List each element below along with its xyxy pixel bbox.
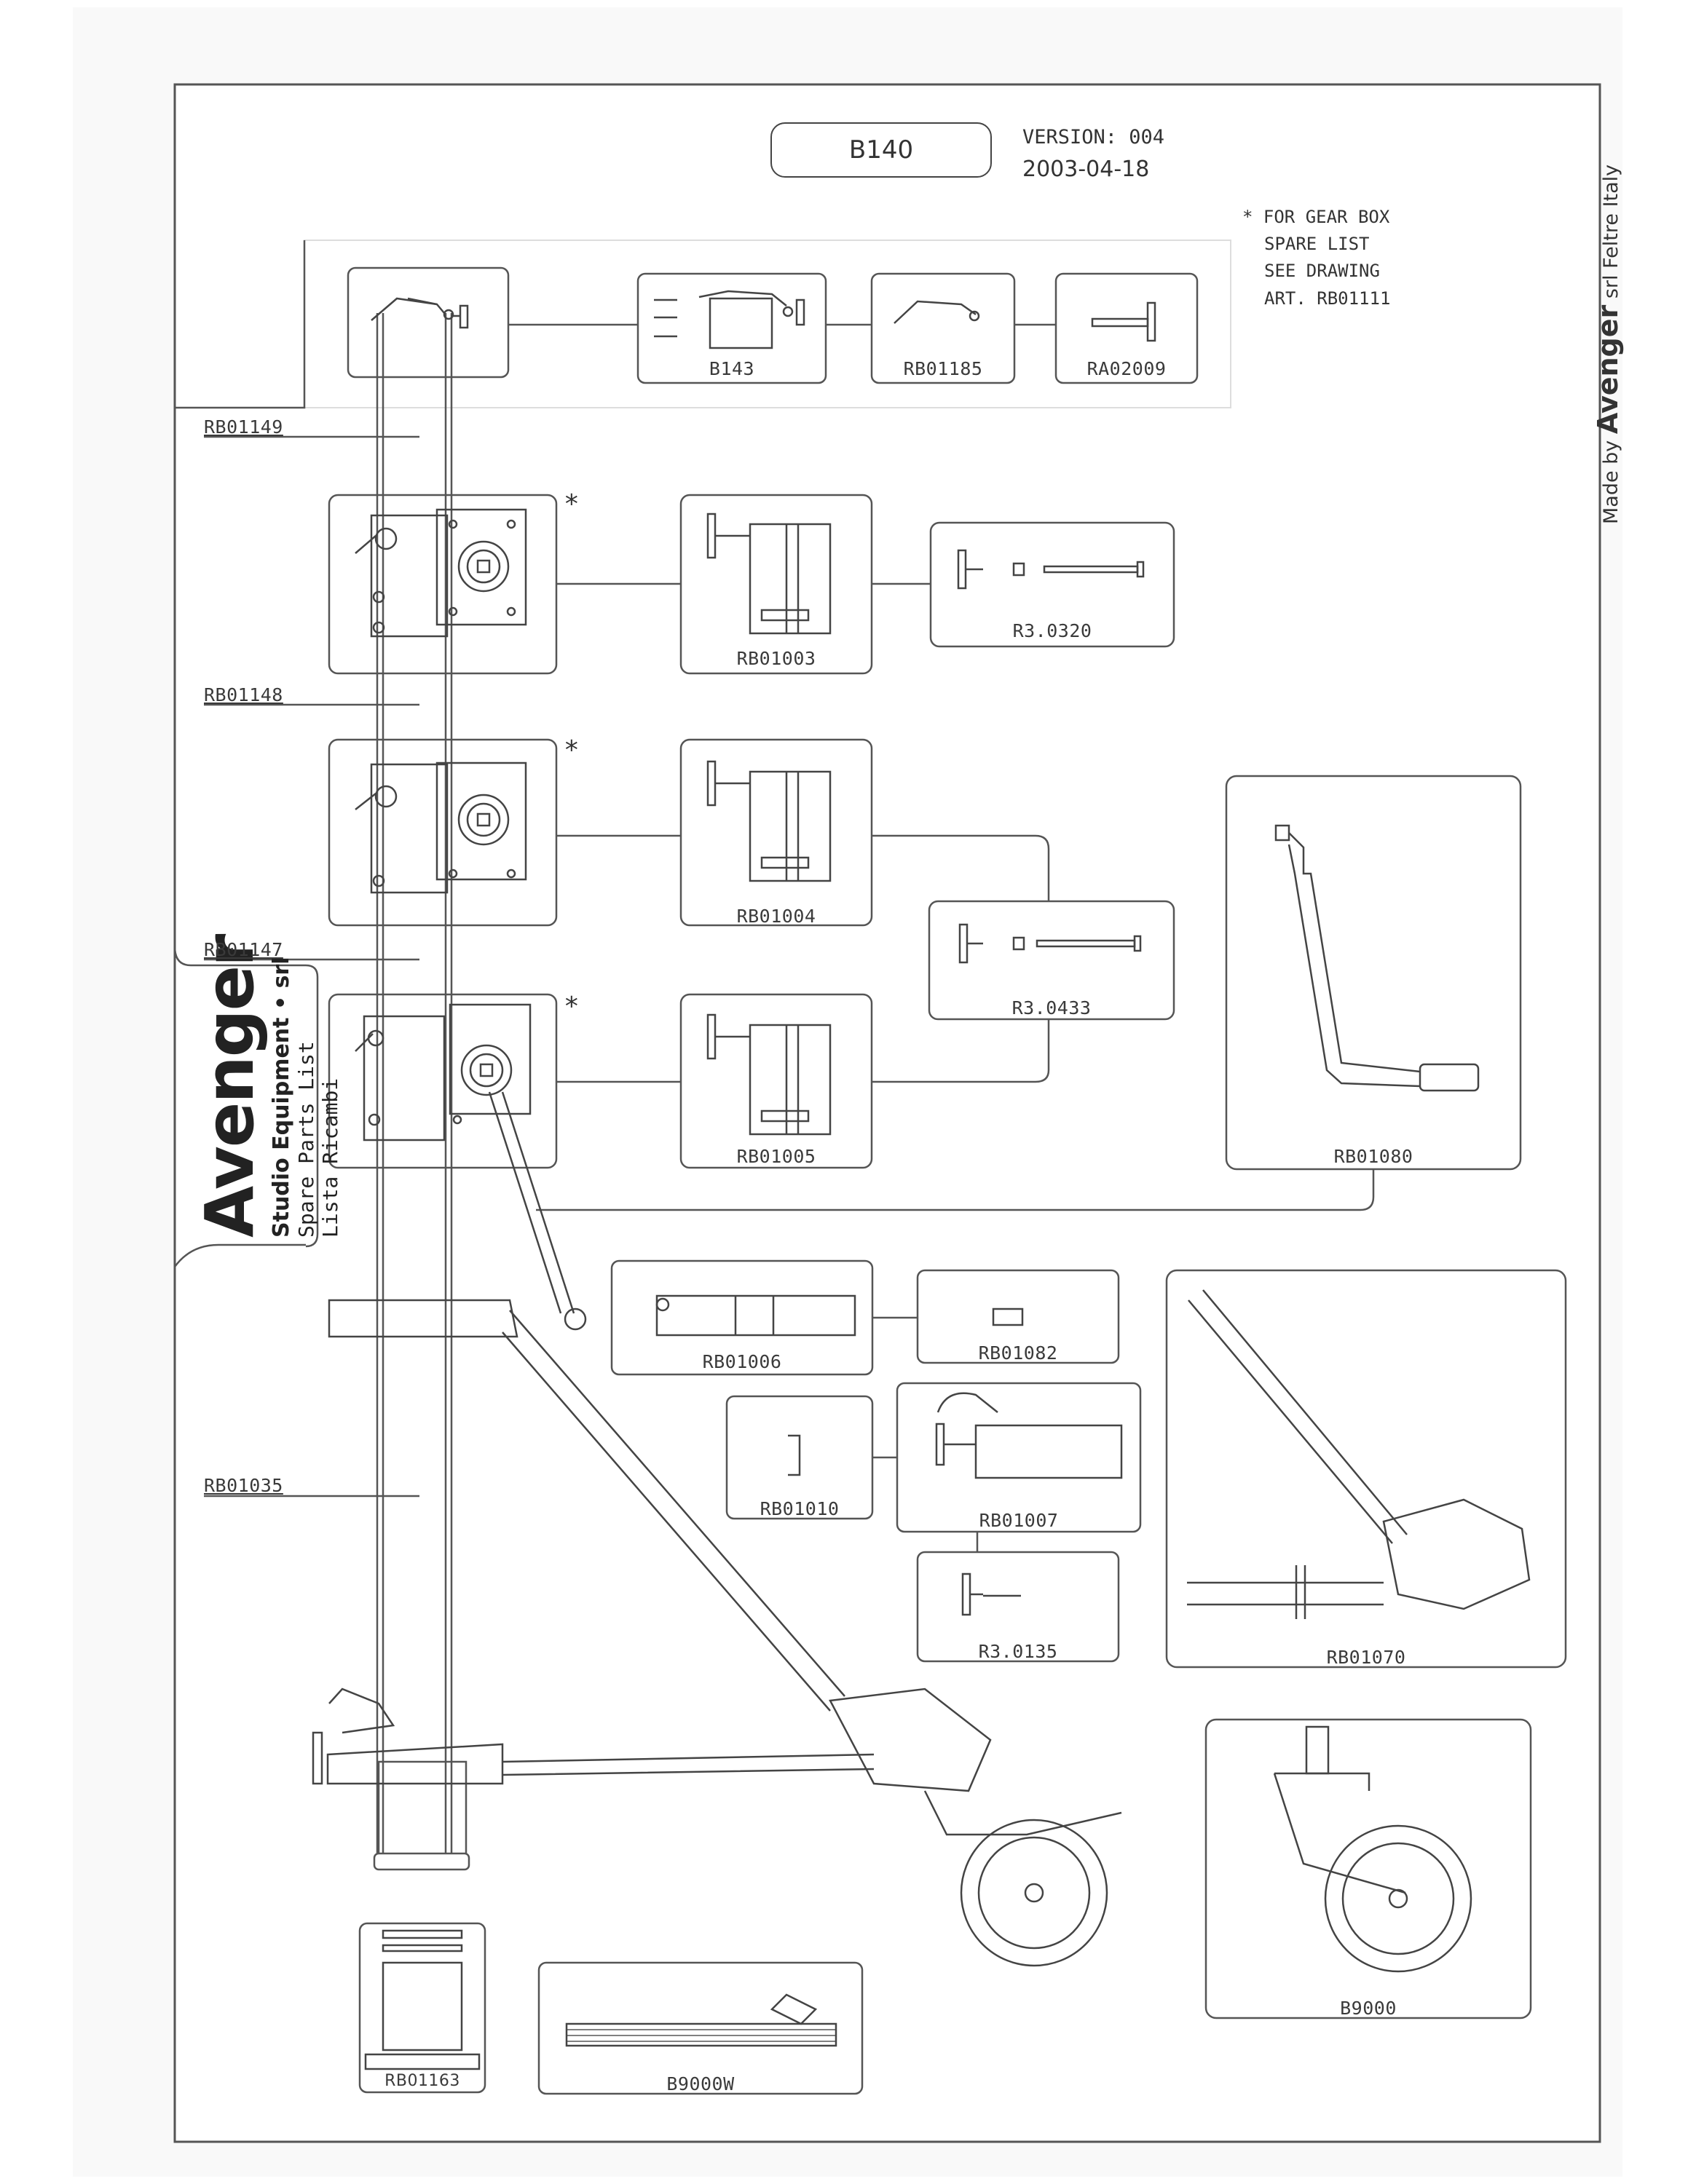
version-block: VERSION: 004 2003-04-18 — [1022, 122, 1164, 186]
part-label-rb01007: RB01007 — [979, 1510, 1059, 1531]
part-label-rb01080: RB01080 — [1333, 1146, 1413, 1167]
asterisk-gearbox-2: * — [564, 735, 580, 765]
side-brand: Avenger — [1592, 304, 1624, 435]
part-label-rb01163: RB01163 — [384, 2072, 460, 2090]
brand-name: Avenger — [191, 935, 269, 1238]
part-box-b9000w — [537, 1961, 864, 2095]
part-label-r3-0135: R3.0135 — [978, 1641, 1058, 1662]
part-label-ra02009: RA02009 — [1086, 358, 1167, 379]
part-box-rb01082 — [916, 1269, 1120, 1364]
gearbox-note: * FOR GEAR BOX SPARE LIST SEE DRAWING ART. … — [1242, 204, 1390, 312]
brand-lista-ricambi: Lista Ricambi — [318, 1077, 342, 1238]
part-box-rb01004 — [679, 738, 873, 927]
part-label-rb01005: RB01005 — [736, 1146, 816, 1167]
gearbox-note-line3: SEE DRAWING — [1264, 261, 1380, 282]
part-label-rb01006: RB01006 — [702, 1351, 782, 1372]
part-box-b143 — [636, 272, 827, 384]
part-label-r3-0320: R3.0320 — [1012, 620, 1092, 641]
part-label-b9000w: B9000W — [666, 2073, 735, 2094]
asterisk-gearbox-1: * — [564, 489, 580, 519]
gearbox-note-line4: ART. RB01111 — [1264, 288, 1391, 309]
manufacturer-side-text: Made by Avenger srl Feltre Italy — [1592, 165, 1624, 524]
label-rb01035: RB01035 — [204, 1475, 283, 1496]
version-date: 2003-04-18 — [1022, 156, 1150, 182]
side-suffix: srl Feltre Italy — [1600, 164, 1622, 299]
side-prefix: Made by — [1600, 440, 1622, 524]
part-label-rb01003: RB01003 — [736, 648, 816, 669]
group-outline — [173, 240, 306, 967]
brand-spare-parts: Spare Parts List — [294, 1041, 318, 1238]
part-label-b9000: B9000 — [1340, 1998, 1397, 2019]
asterisk-gearbox-3: * — [564, 992, 580, 1021]
label-rb01148: RB01148 — [204, 684, 283, 705]
page-frame — [173, 83, 1601, 2143]
gearbox-note-line2: SPARE LIST — [1264, 234, 1370, 255]
part-box-rb01163 — [358, 1922, 486, 2094]
brand-block: Avenger Studio Equipment • srl Spare Par… — [191, 935, 342, 1238]
part-box-r3-0135 — [916, 1551, 1120, 1663]
label-rb01147: RB01147 — [204, 939, 283, 960]
part-box-r3-0433 — [928, 900, 1175, 1021]
gearbox-note-line1: * FOR GEAR BOX — [1242, 207, 1390, 227]
label-rb01149: RB01149 — [204, 416, 283, 438]
version-label: VERSION: 004 — [1022, 126, 1165, 149]
brand-subtitle: Studio Equipment • srl — [269, 957, 294, 1238]
part-box-top-clamp — [347, 266, 510, 379]
part-label-rb01082: RB01082 — [978, 1342, 1058, 1364]
model-title: B140 — [770, 122, 992, 178]
part-box-rb01185 — [870, 272, 1016, 384]
part-box-rb01070 — [1165, 1269, 1567, 1669]
part-label-r3-0433: R3.0433 — [1011, 997, 1092, 1018]
part-label-rb01010: RB01010 — [760, 1498, 840, 1519]
part-box-gearbox-2 — [328, 738, 558, 927]
part-label-rb01185: RB01185 — [903, 358, 983, 379]
part-label-b143: B143 — [709, 358, 755, 379]
part-box-ra02009 — [1054, 272, 1199, 384]
part-label-rb01070: RB01070 — [1326, 1647, 1406, 1668]
part-box-b9000 — [1204, 1718, 1532, 2019]
part-label-rb01004: RB01004 — [736, 906, 816, 927]
